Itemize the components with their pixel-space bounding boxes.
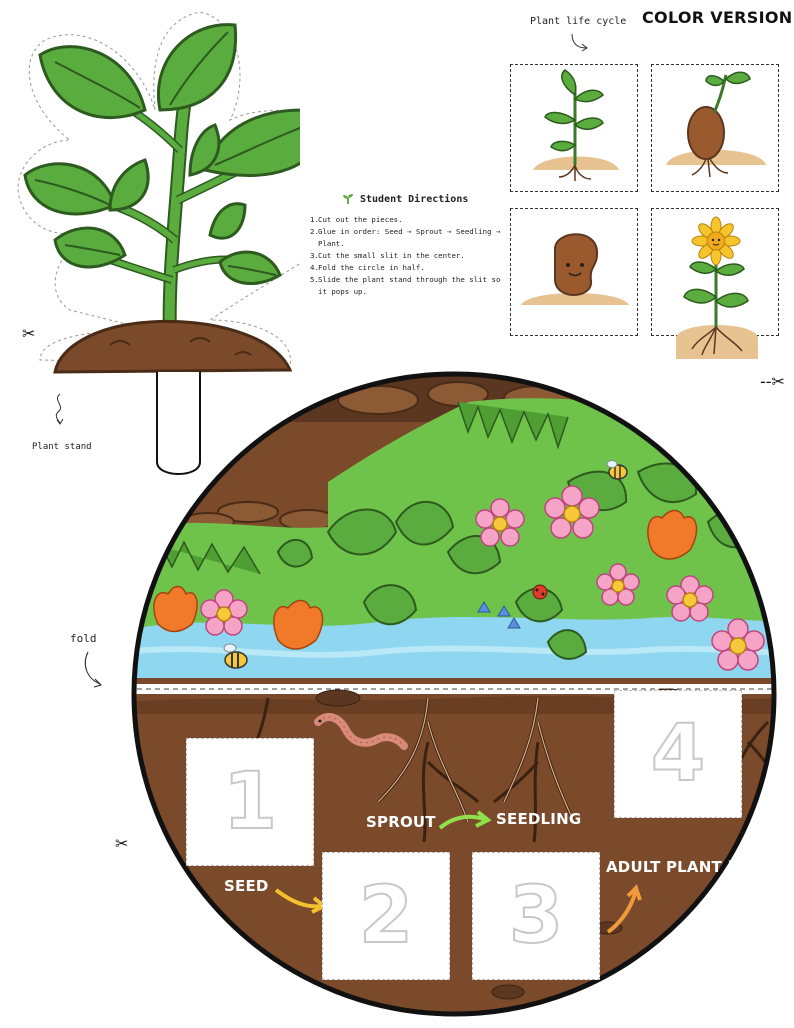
life-cycle-card-adult-plant[interactable] <box>651 208 779 359</box>
seed-label: SEED <box>224 877 269 895</box>
direction-step: 4.Fold the circle in half. <box>310 263 425 272</box>
adult-plant-label: ADULT PLANT ) <box>606 858 735 876</box>
direction-step: 1.Cut out the pieces. <box>310 215 403 224</box>
life-cycle-card-sprout[interactable] <box>510 64 638 192</box>
plant-stand-cutout <box>17 11 300 475</box>
sprout-label: SPROUT <box>366 813 436 831</box>
life-cycle-label: Plant life cycle <box>530 16 627 27</box>
scissors-icon: ✂ <box>22 324 36 343</box>
life-cycle-card-germinating-seed[interactable] <box>651 64 779 192</box>
directions-list: 1.Cut out the pieces. 2.Glue in order: S… <box>310 214 510 298</box>
scissors-icon: ✂ <box>115 834 129 853</box>
direction-step: 2.Glue in order: Seed → Sprout → Seedlin… <box>310 227 501 248</box>
curly-arrow-icon <box>55 393 64 425</box>
slot-3[interactable]: 3 <box>472 852 600 980</box>
seedling-label: SEEDLING <box>496 810 582 828</box>
life-cycle-card-seed[interactable] <box>510 208 638 336</box>
direction-step: 5.Slide the plant stand through the slit… <box>310 275 501 296</box>
fold-label: fold <box>70 632 97 645</box>
student-directions: Student Directions 1.Cut out the pieces.… <box>310 193 510 298</box>
directions-title: Student Directions <box>360 193 469 205</box>
scissors-icon: --✂ <box>760 372 785 391</box>
curved-arrow-icon <box>571 33 588 52</box>
slot-2[interactable]: 2 <box>322 852 450 980</box>
slot-4[interactable]: 4 <box>614 690 742 818</box>
sprout-icon <box>343 194 353 204</box>
curved-arrow-icon <box>84 651 102 688</box>
direction-step: 3.Cut the small slit in the center. <box>310 251 465 260</box>
slot-1[interactable]: 1 <box>186 738 314 866</box>
color-version-title: COLOR VERSION <box>642 8 793 27</box>
life-cycle-wheel[interactable] <box>128 362 792 1028</box>
plant-stand-label: Plant stand <box>32 442 92 452</box>
